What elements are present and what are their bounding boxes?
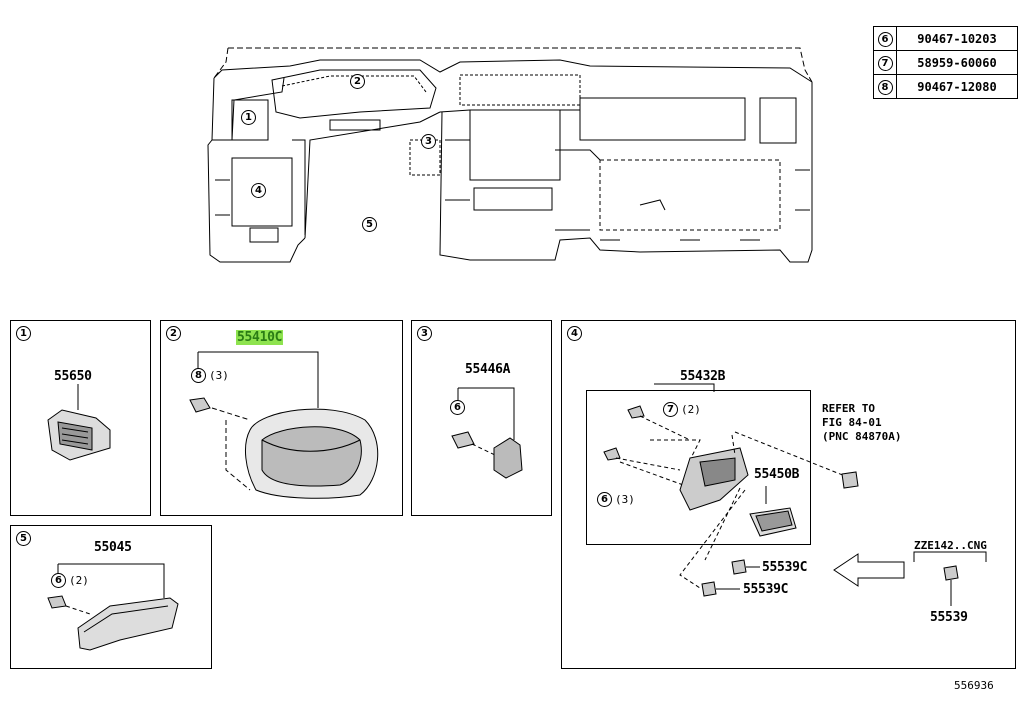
reference-key: 7 bbox=[877, 55, 893, 71]
reference-key: 8 bbox=[877, 79, 893, 95]
detail-panel-4 bbox=[561, 320, 1016, 669]
part-number-55539[interactable]: 55539 bbox=[930, 610, 968, 625]
refer-note-line-3: (PNC 84870A) bbox=[822, 430, 902, 443]
fastener-key-6[interactable]: 6 bbox=[51, 573, 66, 588]
fastener-reference-table: 6 90467-10203 7 58959-60060 8 90467-1208… bbox=[873, 26, 1018, 99]
panel-5-key: 5 bbox=[16, 531, 31, 546]
overview-callout-1[interactable]: 1 bbox=[241, 110, 256, 125]
part-number-55450b[interactable]: 55450B bbox=[754, 467, 800, 482]
reference-part-number[interactable]: 58959-60060 bbox=[896, 50, 1018, 75]
part-number-55432b[interactable]: 55432B bbox=[680, 369, 726, 384]
detail-panel-5 bbox=[10, 525, 212, 669]
fastener-qty: (2) bbox=[681, 403, 701, 416]
part-number-55650[interactable]: 55650 bbox=[54, 369, 92, 384]
panel-4-key: 4 bbox=[567, 326, 582, 341]
overview-callout-2[interactable]: 2 bbox=[350, 74, 365, 89]
part-number-55539c[interactable]: 55539C bbox=[762, 560, 808, 575]
reference-key: 6 bbox=[877, 31, 893, 47]
overview-callout-4[interactable]: 4 bbox=[251, 183, 266, 198]
detail-panel-2 bbox=[160, 320, 403, 516]
detail-panel-1 bbox=[10, 320, 151, 516]
part-number-55045[interactable]: 55045 bbox=[94, 540, 132, 555]
overview-callout-3[interactable]: 3 bbox=[421, 134, 436, 149]
fastener-key-6[interactable]: 6 bbox=[597, 492, 612, 507]
glovebox-subassembly-frame bbox=[586, 390, 811, 545]
fastener-qty: (2) bbox=[69, 574, 89, 587]
fastener-key-8[interactable]: 8 bbox=[191, 368, 206, 383]
fastener-qty: (3) bbox=[615, 493, 635, 506]
model-variant-label: ZZE142..CNG bbox=[914, 539, 987, 552]
illustration-number: 556936 bbox=[954, 679, 994, 692]
panel-1-key: 1 bbox=[16, 326, 31, 341]
refer-note-line-1: REFER TO bbox=[822, 402, 875, 415]
part-number-55539c[interactable]: 55539C bbox=[743, 582, 789, 597]
fastener-key-7[interactable]: 7 bbox=[663, 402, 678, 417]
reference-part-number[interactable]: 90467-10203 bbox=[896, 26, 1018, 51]
fastener-qty: (3) bbox=[209, 369, 229, 382]
reference-row: 6 90467-10203 bbox=[873, 26, 1018, 51]
fastener-key-6[interactable]: 6 bbox=[450, 400, 465, 415]
detail-panel-3 bbox=[411, 320, 552, 516]
reference-row: 8 90467-12080 bbox=[873, 74, 1018, 99]
part-number-55446a[interactable]: 55446A bbox=[465, 362, 511, 377]
panel-2-key: 2 bbox=[166, 326, 181, 341]
reference-part-number[interactable]: 90467-12080 bbox=[896, 74, 1018, 99]
overview-callout-5[interactable]: 5 bbox=[362, 217, 377, 232]
panel-3-key: 3 bbox=[417, 326, 432, 341]
refer-note-line-2[interactable]: FIG 84-01 bbox=[822, 416, 882, 429]
reference-row: 7 58959-60060 bbox=[873, 50, 1018, 75]
part-number-55410c[interactable]: 55410C bbox=[236, 330, 284, 345]
